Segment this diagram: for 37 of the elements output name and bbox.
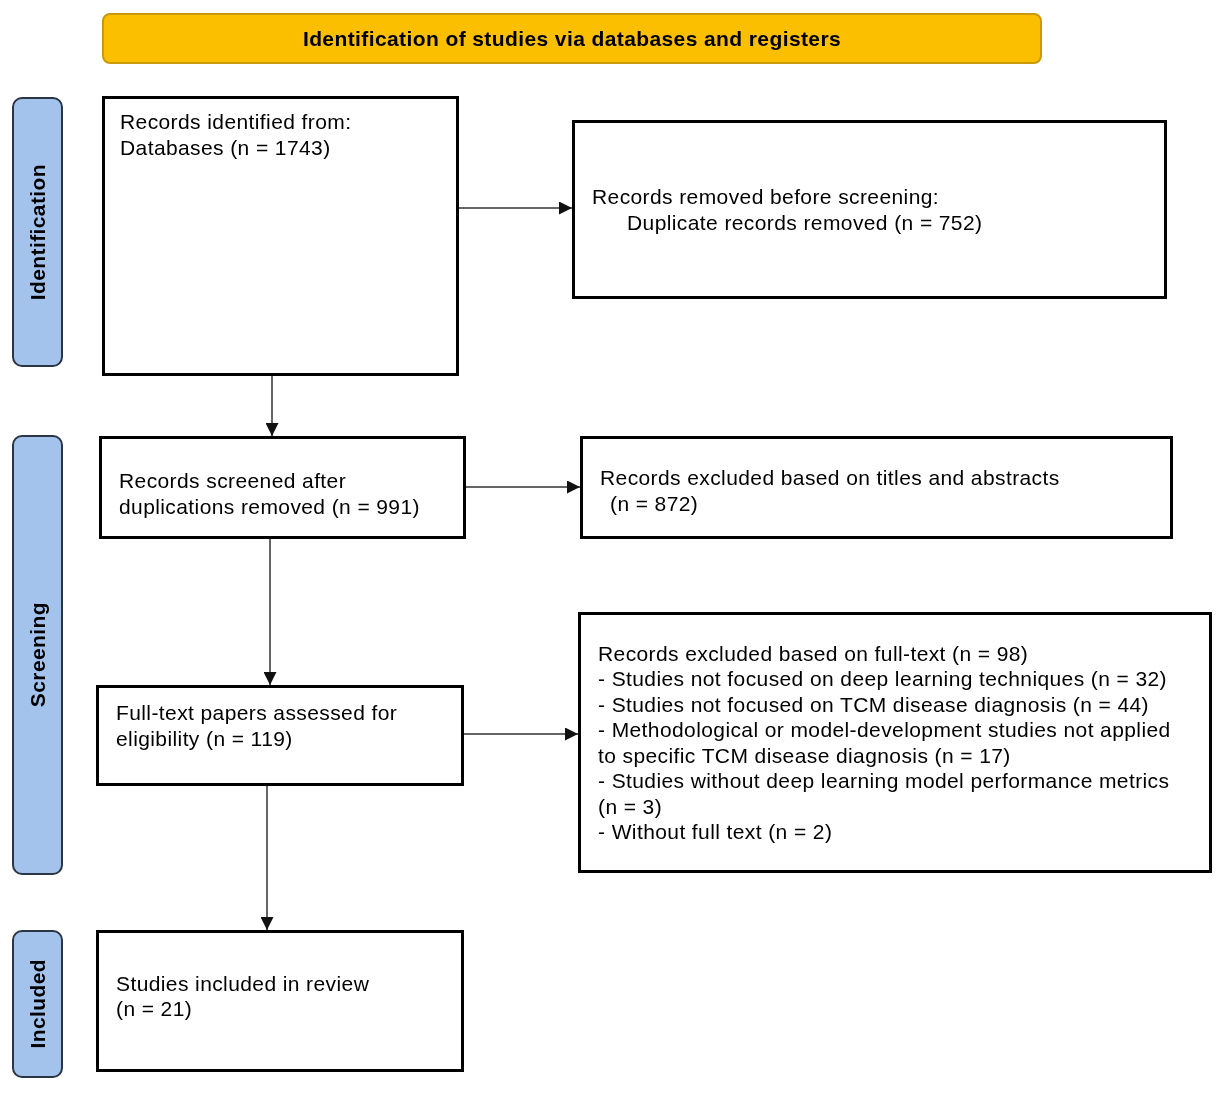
arrow xyxy=(458,201,573,215)
arrow xyxy=(465,480,581,494)
process-box xyxy=(102,96,459,376)
box-text: Studies included in review xyxy=(116,970,371,996)
box-text: - Studies without deep learning model performance metrics (n = 3) xyxy=(598,768,1171,819)
phase-band xyxy=(12,930,63,1078)
header-text: Identification of studies via databases and registers xyxy=(302,26,842,51)
box-text: - Studies not focused on deep learning techniques (n = 32) xyxy=(598,666,1168,692)
box-text: - Without full text (n = 2) xyxy=(598,819,834,845)
box-text: Records excluded based on titles and abstracts xyxy=(600,465,1061,491)
box-text: Databases (n = 1743) xyxy=(120,134,332,160)
box-text: - Studies not focused on TCM disease diagnosis (n = 44) xyxy=(598,691,1150,717)
arrow xyxy=(263,538,277,686)
box-text: Records screened after duplications removed (n = 991) xyxy=(119,468,421,519)
process-box xyxy=(580,436,1173,539)
box-text: - Methodological or model-development studies not applied to specific TCM disease diagnosis (n = 17) xyxy=(598,717,1172,768)
box-text: (n = 21) xyxy=(116,996,194,1022)
phase-band xyxy=(12,435,63,875)
process-box xyxy=(578,612,1212,873)
box-text: Records removed before screening: xyxy=(592,184,941,210)
box-text: (n = 872) xyxy=(609,490,700,516)
process-box xyxy=(99,436,466,539)
phase-label: Included xyxy=(25,959,50,1049)
phase-label: Screening xyxy=(25,602,50,708)
box-text: Duplicate records removed (n = 752) xyxy=(626,209,984,235)
box-text: Full-text papers assessed for eligibility (n = 119) xyxy=(116,700,399,751)
box-text: Records identified from: xyxy=(120,109,353,135)
arrow xyxy=(265,375,279,437)
arrow xyxy=(463,727,579,741)
header-band xyxy=(102,13,1042,64)
phase-label: Identification xyxy=(25,163,50,301)
process-box xyxy=(96,930,464,1072)
process-box xyxy=(572,120,1167,299)
arrow xyxy=(260,785,274,931)
process-box xyxy=(96,685,464,786)
box-text: Records excluded based on full-text (n = 98) xyxy=(598,640,1030,666)
phase-band xyxy=(12,97,63,367)
